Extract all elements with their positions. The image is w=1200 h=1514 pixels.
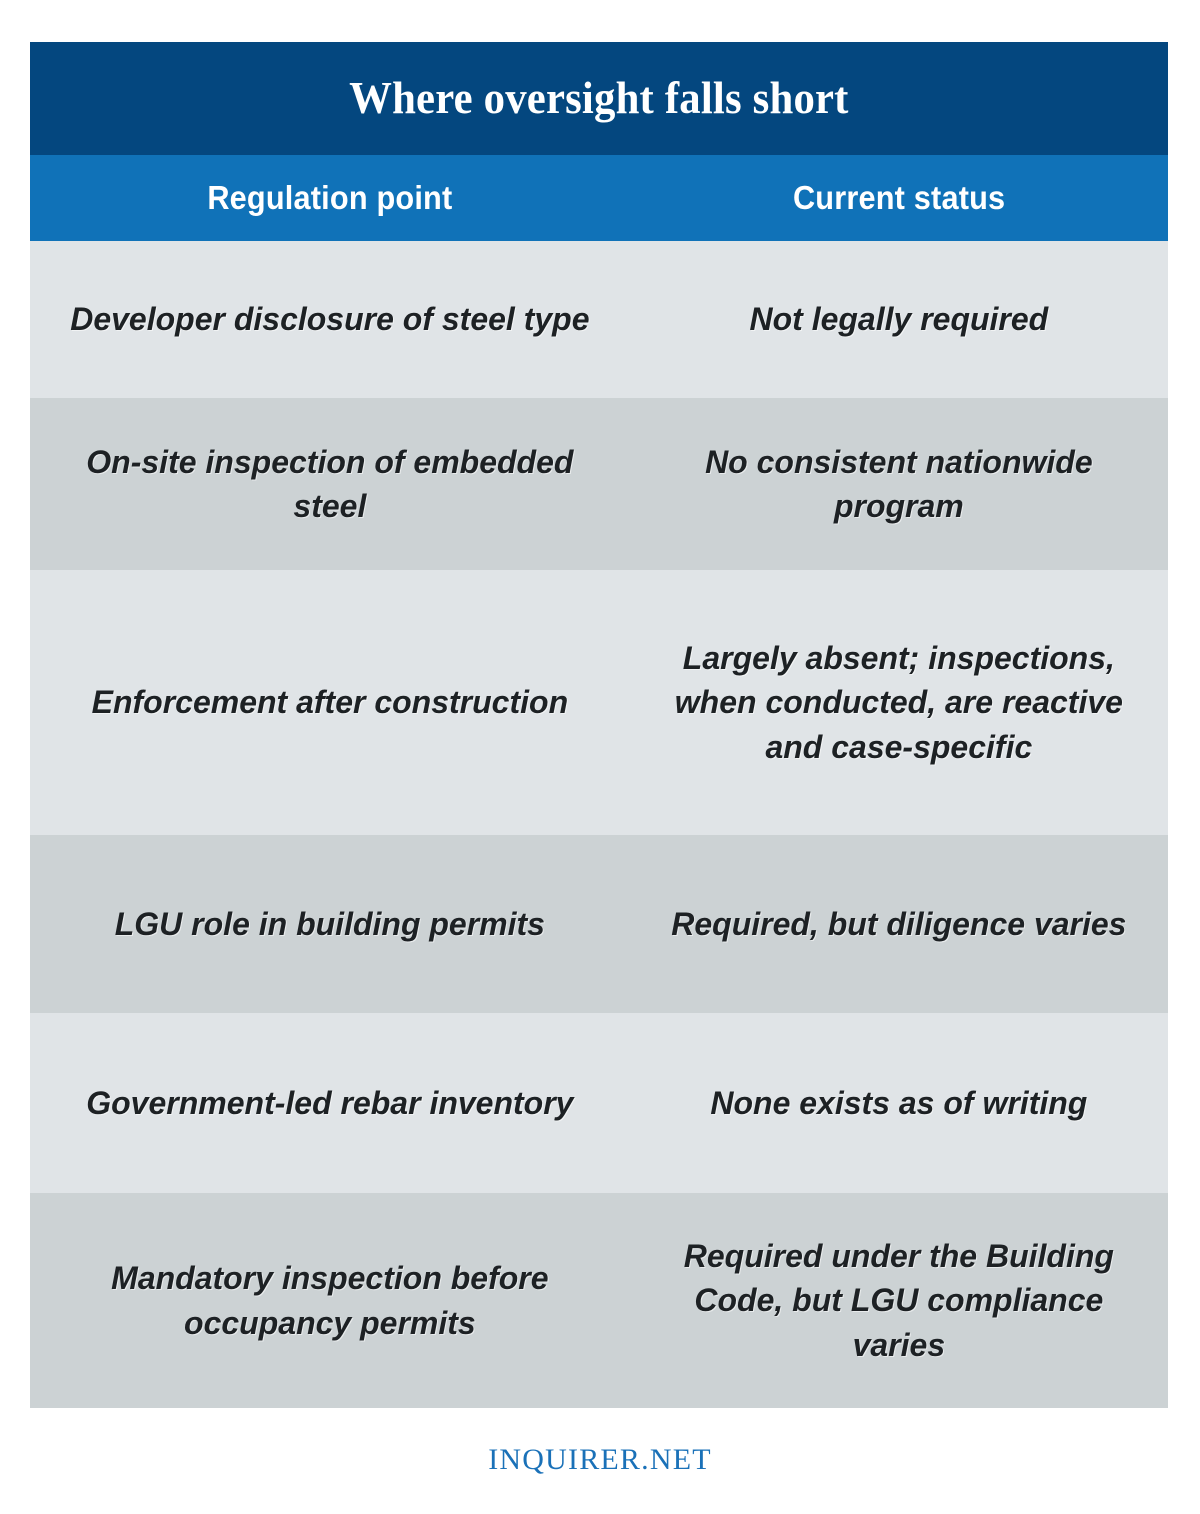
table-body: Developer disclosure of steel type Not l… bbox=[30, 241, 1168, 1408]
table-row: LGU role in building permits Required, b… bbox=[30, 835, 1168, 1013]
title-bar: Where oversight falls short bbox=[30, 42, 1168, 155]
inquirer-brand-logo: INQUIRER.NET bbox=[488, 1443, 712, 1476]
cell-regulation-point: Government-led rebar inventory bbox=[86, 1084, 574, 1121]
table-row: Mandatory inspection before occupancy pe… bbox=[30, 1193, 1168, 1408]
cell-current-status: No consistent nationwide program bbox=[705, 443, 1093, 524]
cell-regulation-point: Mandatory inspection before occupancy pe… bbox=[111, 1260, 549, 1341]
column-header-regulation-point: Regulation point bbox=[207, 179, 453, 216]
cell-current-status: None exists as of writing bbox=[710, 1084, 1088, 1121]
cell-current-status: Required, but diligence varies bbox=[671, 905, 1127, 942]
cell-current-status: Required under the Building Code, but LG… bbox=[683, 1238, 1114, 1363]
cell-regulation-point: Enforcement after construction bbox=[91, 684, 569, 721]
table-row: Developer disclosure of steel type Not l… bbox=[30, 241, 1168, 398]
cell-regulation-point: Developer disclosure of steel type bbox=[70, 301, 590, 338]
cell-current-status: Largely absent; inspections, when conduc… bbox=[674, 640, 1123, 765]
cell-regulation-point: On-site inspection of embedded steel bbox=[86, 443, 574, 524]
oversight-table: Where oversight falls short Regulation p… bbox=[30, 42, 1168, 1408]
table-row: Enforcement after construction Largely a… bbox=[30, 570, 1168, 835]
page-title: Where oversight falls short bbox=[349, 73, 849, 123]
footer: INQUIRER.NET bbox=[0, 1443, 1200, 1477]
column-header-current-status: Current status bbox=[792, 179, 1006, 216]
table-column-header-row: Regulation point Current status bbox=[30, 155, 1168, 241]
table-row: Government-led rebar inventory None exis… bbox=[30, 1013, 1168, 1193]
cell-regulation-point: LGU role in building permits bbox=[114, 905, 545, 942]
table-row: On-site inspection of embedded steel No … bbox=[30, 398, 1168, 570]
cell-current-status: Not legally required bbox=[749, 301, 1049, 338]
